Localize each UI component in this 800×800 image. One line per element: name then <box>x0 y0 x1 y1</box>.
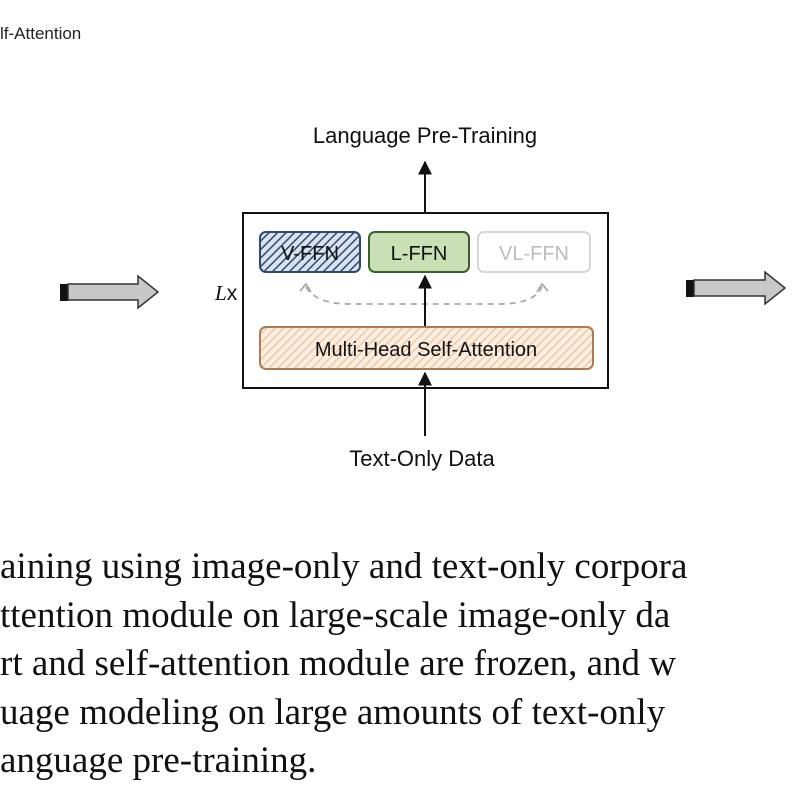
figure-caption: aining using image-only and text-only co… <box>0 543 800 786</box>
routing-arrowhead-left <box>299 282 312 293</box>
caption-line-2: ttention module on large-scale image-onl… <box>0 594 671 636</box>
l-ffn-expert: L-FFN <box>368 231 470 273</box>
layer-count-var: L <box>214 281 227 305</box>
caption-line-4: uage modeling on large amounts of text-o… <box>0 691 666 733</box>
vl-ffn-label: VL-FFN <box>499 243 569 265</box>
attention-module: Multi-Head Self-Attention <box>259 326 594 370</box>
attention-label: Multi-Head Self-Attention <box>315 339 537 361</box>
layer-count-x: x <box>227 282 238 305</box>
caption-line-3: rt and self-attention module are frozen,… <box>0 643 677 684</box>
caption-line-1: aining using image-only and text-only co… <box>0 546 688 587</box>
v-ffn-label: V-FFN <box>281 243 339 265</box>
caption-line-5: anguage pre-training. <box>0 740 317 781</box>
left-flow-arrow <box>60 274 160 310</box>
l-ffn-label: L-FFN <box>391 243 448 265</box>
v-ffn-expert: V-FFN <box>259 231 361 273</box>
output-label: Language Pre-Training <box>313 123 537 148</box>
layer-repeat-label: Lx <box>214 281 238 305</box>
vl-ffn-expert: VL-FFN <box>477 231 591 273</box>
architecture-diagram: Language Pre-Training Lx V-FFN L-FFN VL-… <box>60 123 787 471</box>
routing-arrowhead-right <box>536 282 549 293</box>
right-flow-arrow <box>686 270 787 306</box>
input-label: Text-Only Data <box>349 446 495 471</box>
legend-fragment: lf-Attention <box>0 24 82 43</box>
